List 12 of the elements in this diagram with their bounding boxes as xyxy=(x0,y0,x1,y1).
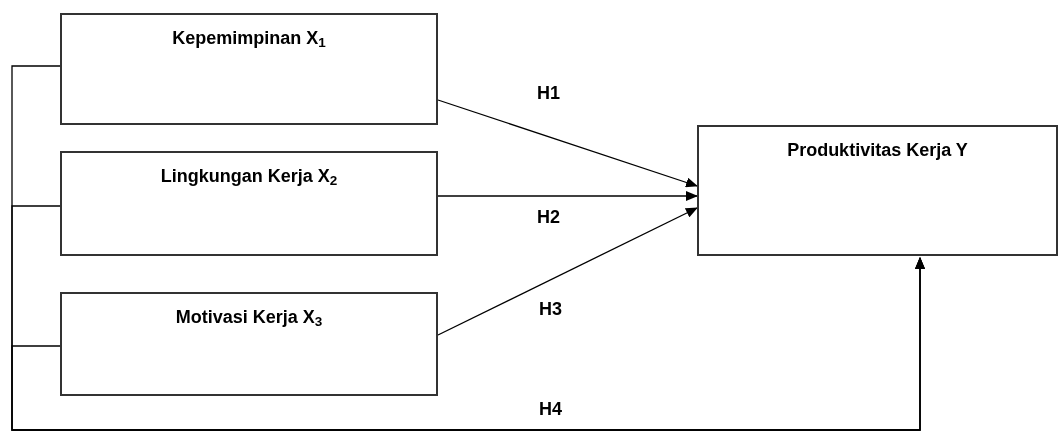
arrow xyxy=(11,257,925,431)
variable-box xyxy=(60,151,438,256)
variable-label: Motivasi Kerja X$_{3}$ xyxy=(175,306,323,328)
variable-box xyxy=(60,13,438,125)
variable-label: Produktivitas Kerja Y xyxy=(787,139,968,161)
arrow xyxy=(437,207,698,336)
variable-box xyxy=(697,125,1058,256)
variable-label: Lingkungan Kerja X$_{2}$ xyxy=(160,165,338,187)
arrow xyxy=(437,191,698,201)
arrow xyxy=(437,99,698,188)
variable-label: Kepemimpinan X$_{1}$ xyxy=(172,27,326,49)
variable-box xyxy=(60,292,438,396)
